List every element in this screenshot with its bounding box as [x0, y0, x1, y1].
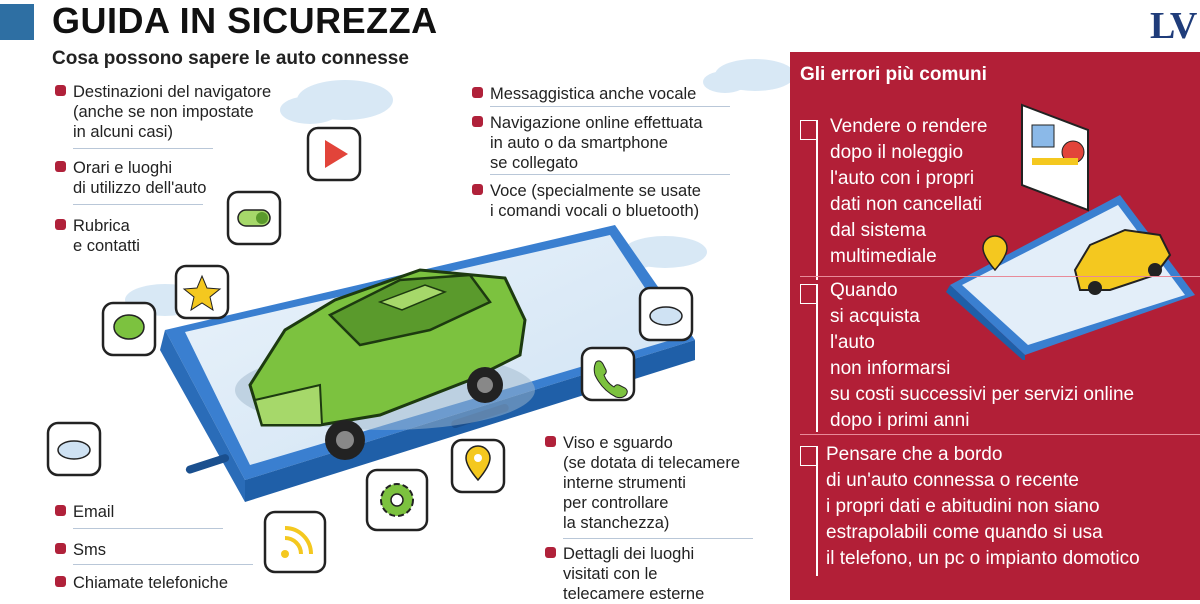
error-marker-line	[816, 284, 818, 432]
bullet-marker	[55, 576, 66, 587]
error-marker-line	[816, 446, 818, 576]
item-text: Dettagli dei luoghi visitati con le tele…	[563, 545, 705, 603]
item-text: Messaggistica anche vocale	[490, 85, 697, 103]
list-item: Rubrica e contatti	[55, 216, 140, 256]
car-icon	[235, 268, 535, 460]
phone-car-illustration	[946, 103, 1195, 360]
bullet-marker	[55, 505, 66, 516]
page-title: GUIDA IN SICUREZZA	[52, 0, 438, 41]
list-item: Dettagli dei luoghi visitati con le tele…	[545, 544, 705, 604]
page-subtitle: Cosa possono sapere le auto connesse	[52, 48, 409, 69]
gear-icon	[365, 468, 429, 532]
list-item: Destinazioni del navigatore (anche se no…	[55, 82, 272, 142]
bullet-marker	[55, 543, 66, 554]
divider	[800, 276, 1200, 277]
toggle-icon	[226, 190, 282, 246]
bullet-marker	[55, 219, 66, 230]
bullet-marker	[55, 161, 66, 172]
chart-card-icon	[1021, 103, 1089, 212]
phone-icon	[580, 346, 636, 402]
bullet-marker	[472, 87, 483, 98]
item-text: Chiamate telefoniche	[73, 574, 229, 592]
item-text: Navigazione online effettuata in auto o …	[490, 114, 703, 172]
bullet-marker	[472, 116, 483, 127]
wifi-icon	[263, 510, 327, 574]
list-item: Viso e sguardo (se dotata di telecamere …	[545, 433, 741, 533]
divider	[490, 106, 730, 107]
divider	[490, 174, 730, 175]
item-text: Viso e sguardo (se dotata di telecamere …	[563, 434, 741, 532]
error-marker-line	[816, 120, 818, 280]
cloud-icon	[638, 286, 694, 342]
connected-car-illustration	[46, 59, 790, 574]
item-text: Rubrica e contatti	[73, 217, 140, 255]
car-icon	[1073, 228, 1172, 295]
chat-bubble-icon	[101, 301, 157, 357]
item-text: Destinazioni del navigatore (anche se no…	[73, 83, 272, 141]
list-item: Chiamate telefoniche	[55, 573, 229, 593]
bullet-marker	[545, 436, 556, 447]
divider	[73, 528, 223, 529]
error-item: Quando si acquista l'auto non informarsi…	[830, 280, 1135, 431]
list-item: Navigazione online effettuata in auto o …	[472, 113, 703, 173]
bullet-marker	[472, 184, 483, 195]
error-item: Pensare che a bordo di un'auto connessa …	[826, 444, 1140, 569]
list-item: Voce (specialmente se usate i comandi vo…	[472, 181, 701, 221]
item-text: Voce (specialmente se usate i comandi vo…	[490, 182, 701, 220]
divider	[73, 148, 213, 149]
divider	[563, 538, 753, 539]
location-pin-icon	[450, 438, 506, 494]
divider	[73, 564, 253, 565]
list-item: Email	[55, 502, 115, 522]
star-icon	[174, 264, 230, 320]
play-icon	[306, 126, 362, 182]
location-pin-icon	[982, 235, 1008, 272]
error-item: Vendere o rendere dopo il noleggio l'aut…	[830, 116, 988, 267]
errors-panel-title: Gli errori più comuni	[800, 64, 987, 85]
bullet-marker	[55, 85, 66, 96]
cloud-icon	[46, 421, 102, 477]
list-item: Orari e luoghi di utilizzo dell'auto	[55, 158, 207, 198]
list-item: Messaggistica anche vocale	[472, 84, 697, 104]
list-item: Sms	[55, 540, 106, 560]
bullet-marker	[545, 547, 556, 558]
divider	[73, 204, 203, 205]
item-text: Email	[73, 503, 115, 521]
item-text: Sms	[73, 541, 106, 559]
title-accent-bar	[0, 4, 34, 40]
brand-logo: LV	[1150, 5, 1197, 47]
divider	[800, 434, 1200, 435]
item-text: Orari e luoghi di utilizzo dell'auto	[73, 159, 207, 197]
